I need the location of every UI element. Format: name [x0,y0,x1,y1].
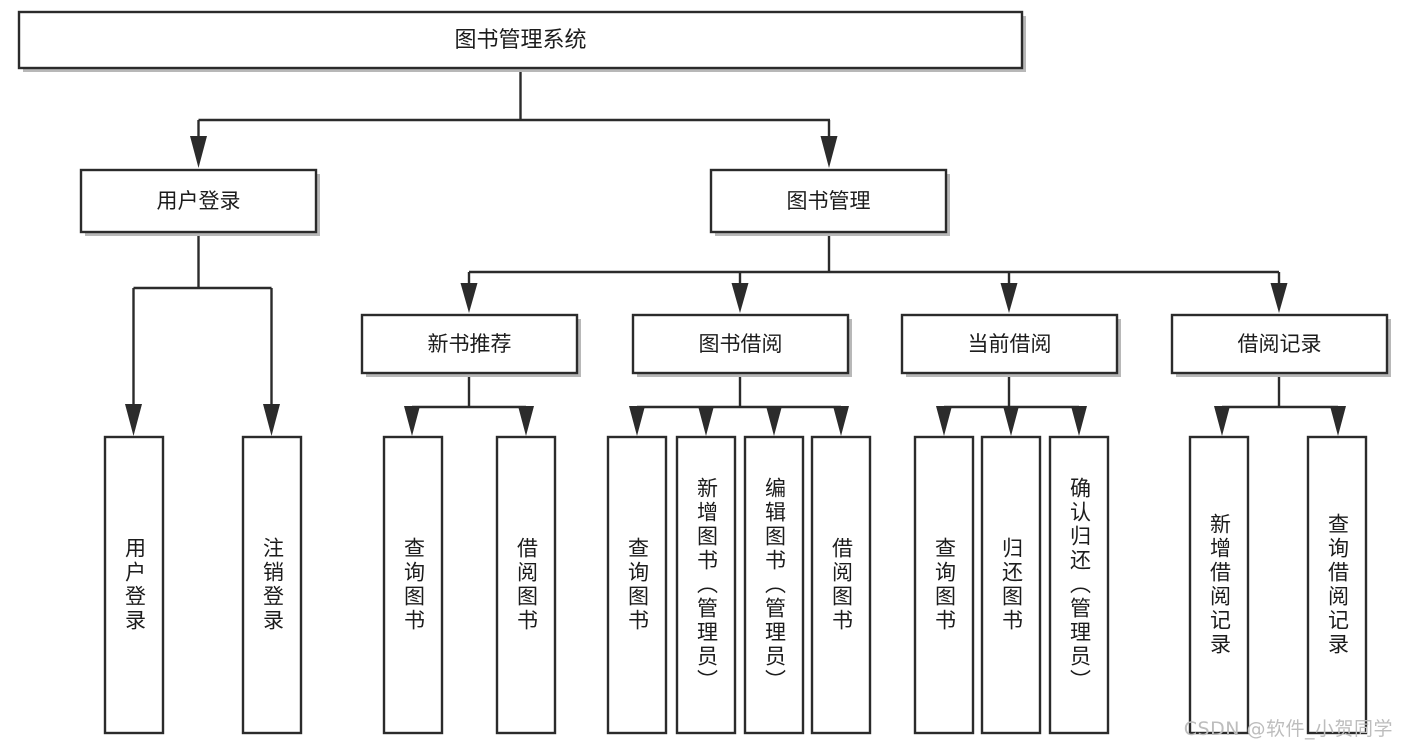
node-book-manage[interactable]: 图书管理 [709,168,950,236]
leaf-box-group [103,435,1368,735]
leaf-add-book-box[interactable] [675,435,737,735]
arrow-head-icon [1000,283,1018,313]
leaf-borrow-book-1-box[interactable] [495,435,557,735]
arrow-head-icon [731,283,749,313]
node-new-book-recommend-box[interactable] [360,313,579,375]
arrow-head-icon [125,404,142,436]
watermark-text: CSDN @软件_小贺同学 [1183,718,1393,740]
leaf-return-book-box[interactable] [980,435,1042,735]
leaf-user-logout-box[interactable] [241,435,303,735]
arrow-head-icon [629,406,645,436]
arrow-head-icon [1214,406,1230,436]
arrow-head-icon [1330,406,1346,436]
node-new-book-recommend[interactable]: 新书推荐 [360,313,581,377]
arrow-head-icon [698,406,714,436]
leaf-query-book-3-box[interactable] [913,435,975,735]
arrow-head-icon [1270,283,1288,313]
node-root-box[interactable] [17,10,1024,70]
arrow-head-icon [404,406,420,436]
arrow-head-icon [1071,406,1087,436]
leaf-confirm-return-box[interactable] [1048,435,1110,735]
arrow-head-icon [263,404,280,436]
arrow-head-icon [936,406,952,436]
arrow-head-icon [766,406,782,436]
leaf-query-book-1-box[interactable] [382,435,444,735]
node-root[interactable]: 图书管理系统 [17,10,1026,72]
leaf-query-book-2-box[interactable] [606,435,668,735]
arrow-head-icon [833,406,849,436]
node-book-borrow-box[interactable] [631,313,850,375]
arrow-head-icon [820,136,838,168]
node-book-borrow[interactable]: 图书借阅 [631,313,852,377]
leaf-user-login-box[interactable] [103,435,165,735]
arrow-head-icon [190,136,207,168]
node-book-manage-label: 图书管理 [787,189,871,213]
node-root-label: 图书管理系统 [454,28,586,53]
arrow-head-icon [1003,406,1019,436]
node-user-login-box[interactable] [79,168,318,234]
node-borrow-record-box[interactable] [1170,313,1389,375]
leaf-borrow-book-2-box[interactable] [810,435,872,735]
node-user-login-label: 用户登录 [157,189,241,213]
node-user-login[interactable]: 用户登录 [79,168,320,236]
node-book-manage-box[interactable] [709,168,948,234]
node-borrow-record[interactable]: 借阅记录 [1170,313,1391,377]
node-new-book-recommend-label: 新书推荐 [428,332,512,356]
node-book-borrow-label: 图书借阅 [699,332,783,356]
arrow-head-icon [460,283,478,313]
arrowhead-group [125,136,1346,436]
node-current-borrow-box[interactable] [900,313,1119,375]
node-current-borrow-label: 当前借阅 [968,332,1052,356]
node-current-borrow[interactable]: 当前借阅 [900,313,1121,377]
node-borrow-record-label: 借阅记录 [1238,332,1322,356]
arrow-head-icon [518,406,534,436]
leaf-add-record-box[interactable] [1188,435,1250,735]
leaf-edit-book-box[interactable] [743,435,805,735]
leaf-query-record-box[interactable] [1306,435,1368,735]
